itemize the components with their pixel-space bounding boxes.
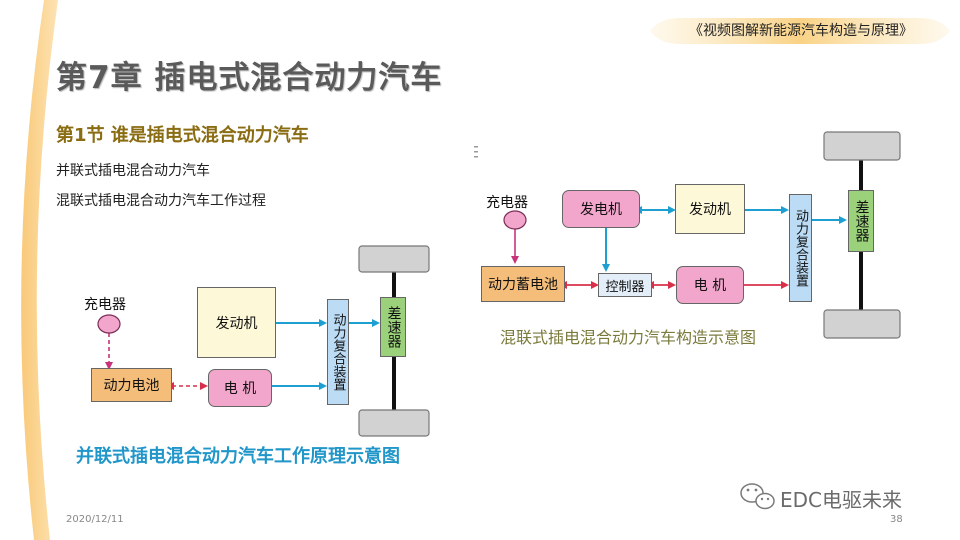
- parallel-differential-box: 差速器: [380, 297, 406, 357]
- series-parallel-differential-box: 差速器: [848, 190, 874, 252]
- series-parallel-rear-wheel: [823, 309, 901, 339]
- stray-marker: [474, 146, 478, 158]
- series-parallel-battery-box: 动力蓄电池: [481, 266, 565, 302]
- series-parallel-generator-box: 发电机: [562, 190, 640, 228]
- parallel-rear-wheel: [358, 409, 430, 437]
- bullet-parallel: 并联式插电混合动力汽车: [56, 163, 210, 179]
- parallel-charger-node: [97, 314, 121, 334]
- parallel-front-wheel: [358, 245, 430, 273]
- page-number: 38: [890, 514, 903, 525]
- series-parallel-motor-box: 电 机: [676, 266, 744, 304]
- parallel-motor-box: 电 机: [208, 369, 272, 407]
- section-title: 第1节 谁是插电式混合动力汽车: [56, 125, 309, 146]
- series-parallel-front-wheel: [823, 131, 901, 161]
- left-arc-decoration: [21, 0, 58, 540]
- series-parallel-controller-box: 控制器: [598, 273, 652, 297]
- chapter-title: 第7章 插电式混合动力汽车: [56, 60, 443, 96]
- parallel-battery-box: 动力电池: [91, 368, 172, 402]
- book-title-ribbon: [650, 18, 950, 44]
- bullet-series-parallel: 混联式插电混合动力汽车工作过程: [56, 193, 266, 209]
- book-title: 《视频图解新能源汽车构造与原理》: [689, 23, 913, 39]
- series-parallel-engine-box: 发动机: [675, 184, 745, 234]
- series-parallel-charger-node: [503, 210, 527, 230]
- parallel-coupler-box: 动力复合装置: [327, 299, 349, 405]
- parallel-diagram-caption: 并联式插电混合动力汽车工作原理示意图: [76, 446, 400, 467]
- series-parallel-charger-label: 充电器: [486, 195, 528, 211]
- series-parallel-coupler-box: 动力复合装置: [789, 194, 812, 302]
- footer-date: 2020/12/11: [66, 514, 124, 525]
- wechat-logo-icon: [740, 483, 775, 510]
- parallel-charger-label: 充电器: [84, 297, 126, 313]
- series-parallel-diagram-caption: 混联式插电混合动力汽车构造示意图: [500, 328, 757, 347]
- brand-watermark: EDC电驱未来: [780, 488, 903, 512]
- parallel-engine-box: 发动机: [197, 287, 276, 358]
